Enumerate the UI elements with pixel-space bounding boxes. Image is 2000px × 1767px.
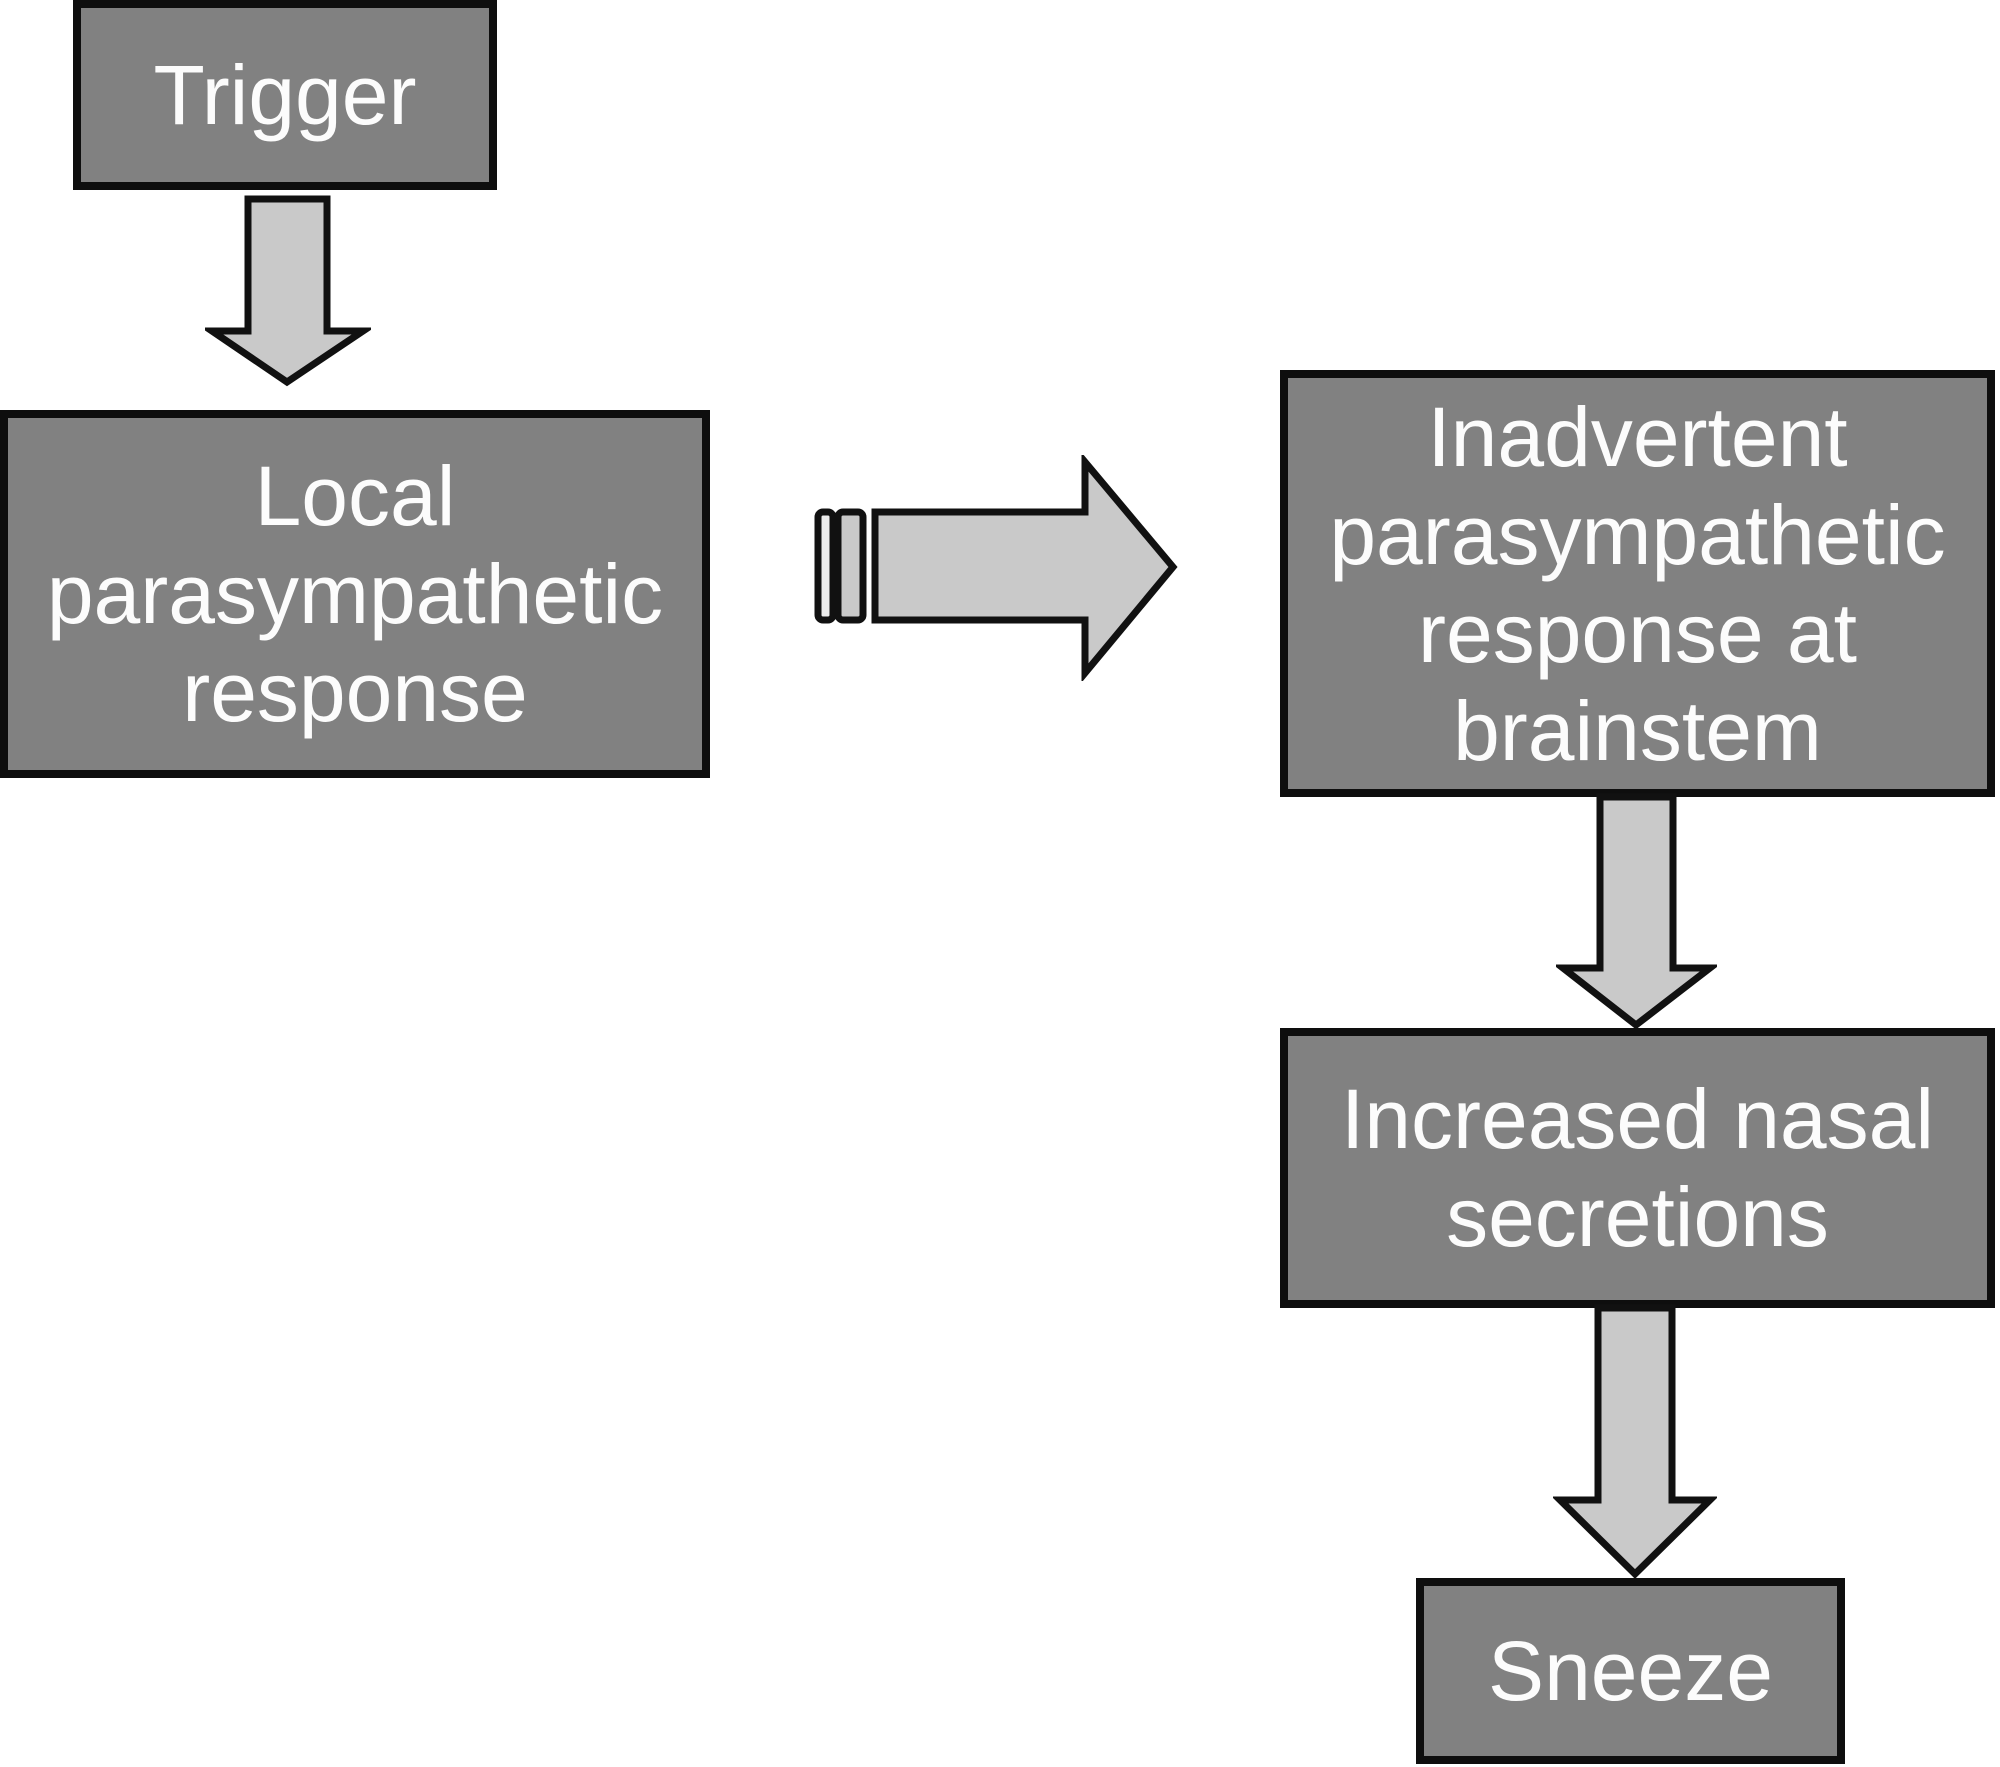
down-arrow-shape <box>205 195 371 387</box>
node-sneeze-label: Sneeze <box>1488 1624 1773 1718</box>
node-sneeze: Sneeze <box>1416 1578 1845 1764</box>
down-arrow-secretions-to-sneeze <box>1553 1304 1717 1579</box>
node-inadvertent-parasympathetic-response-at-brainstem: Inadvertent parasympathetic response at … <box>1280 370 1995 797</box>
node-local-parasympathetic-response-label: Local parasympathetic response <box>46 449 664 739</box>
striped-right-arrow-local-to-brainstem <box>814 455 1178 681</box>
node-inadvertent-parasympathetic-response-label: Inadvertent parasympathetic response at … <box>1329 389 1946 778</box>
down-arrow-shape <box>1556 793 1717 1030</box>
node-trigger-label: Trigger <box>153 48 417 142</box>
node-increased-nasal-secretions: Increased nasal secretions <box>1280 1028 1995 1308</box>
down-arrow-shape <box>1553 1304 1717 1579</box>
node-local-parasympathetic-response: Local parasympathetic response <box>0 410 710 778</box>
striped-right-arrow-stripe-1 <box>814 508 837 624</box>
node-trigger: Trigger <box>73 0 497 190</box>
down-arrow-trigger-to-local <box>205 195 371 387</box>
striped-right-arrow-shape <box>871 455 1178 681</box>
node-increased-nasal-secretions-label: Increased nasal secretions <box>1340 1072 1935 1264</box>
down-arrow-brainstem-to-secretions <box>1556 793 1717 1030</box>
striped-right-arrow-stripe-2 <box>834 508 867 624</box>
